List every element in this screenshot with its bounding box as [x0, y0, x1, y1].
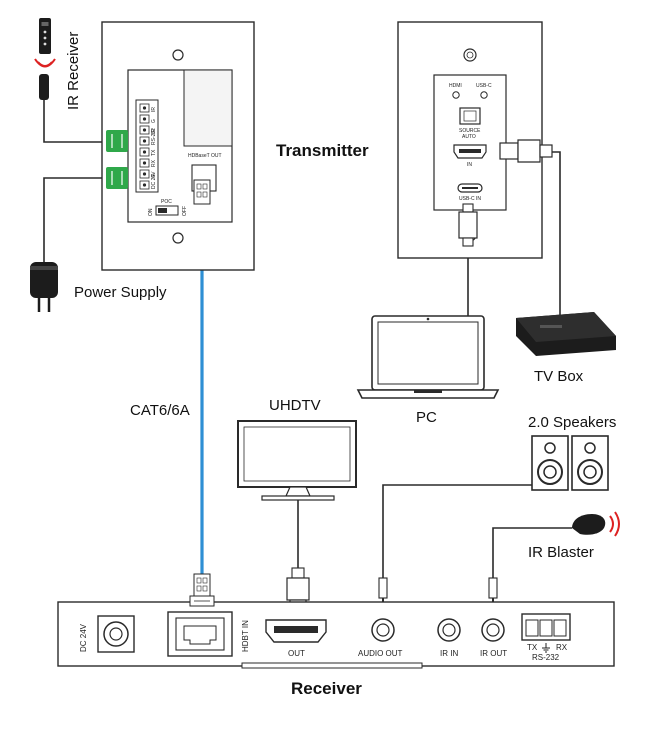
- tv-box-cable: [552, 151, 561, 320]
- audio-cable: [382, 484, 532, 578]
- terminal-pin-label: G: [151, 119, 157, 123]
- screw-hole-top: [172, 49, 184, 61]
- green-connector-ir: [106, 130, 128, 152]
- ir-receiver-remote-icon: [39, 18, 51, 54]
- terminal-pin-screw: [142, 150, 147, 154]
- hdbaset-out-label: HDBaseT OUT: [188, 153, 222, 159]
- power-supply-cable: [43, 177, 106, 262]
- pc-laptop: PC: [356, 315, 500, 426]
- screw-hole-bottom: [172, 232, 184, 244]
- power-supply: Power Supply: [30, 262, 167, 312]
- usbc-plug-pc: [458, 203, 478, 247]
- ir-out-label: IR OUT: [480, 649, 507, 658]
- dc-24v-label: DC 24V: [79, 623, 88, 652]
- pc-label: PC: [416, 409, 437, 426]
- terminal-pin-screw: [142, 106, 147, 110]
- receiver: DC 24V HDBT IN OUT AUDIO OUT IR IN IR OU…: [57, 601, 615, 669]
- usbc-led-label: USB-C: [476, 83, 492, 89]
- terminal-pin-label: DC 24V: [151, 171, 157, 189]
- tv-box-label: TV Box: [534, 368, 584, 385]
- hdmi-led: [452, 91, 460, 99]
- rj45-plug-receiver: [189, 573, 215, 607]
- terminal-pin-screw: [142, 139, 147, 143]
- ir-receiver-cable: [43, 100, 106, 143]
- terminal-pin-label: G: [151, 174, 157, 178]
- ground-icon: [542, 643, 550, 653]
- ir-blaster-signal-icon: [609, 515, 614, 533]
- poc-label: POC: [161, 199, 172, 205]
- usbc-led: [480, 91, 488, 99]
- cat-cable-label: CAT6/6A: [130, 402, 190, 419]
- rj45-plug-transmitter: [193, 179, 211, 205]
- ir-blaster: IR Blaster: [528, 511, 620, 561]
- poc-off-label: OFF: [182, 206, 188, 216]
- poc-on-label: ON: [148, 208, 154, 216]
- speaker-left: [531, 435, 569, 491]
- power-supply-label: Power Supply: [74, 284, 167, 301]
- hdmi-out-label: OUT: [288, 649, 305, 658]
- terminal-pin-label: TX: [151, 149, 157, 156]
- terminal-pin-label: IR: [151, 107, 157, 112]
- ir-blaster-cable: [492, 527, 572, 578]
- speakers-label: 2.0 Speakers: [528, 414, 616, 431]
- source-label: SOURCE: [459, 128, 481, 134]
- terminal-pin-screw: [142, 183, 147, 187]
- terminal-pin-screw: [142, 161, 147, 165]
- ir-receiver-eye-icon: [39, 74, 49, 100]
- speakers: 2.0 Speakers: [528, 414, 616, 491]
- ir-blaster-label: IR Blaster: [528, 544, 594, 561]
- receiver-title: Receiver: [291, 679, 362, 698]
- terminal-pin-label: IR: [151, 129, 157, 134]
- audio-out-label: AUDIO OUT: [358, 649, 403, 658]
- terminal-pin-screw: [142, 172, 147, 176]
- hdmi-led-label: HDMI: [449, 83, 462, 89]
- usbc-in-label: USB-C IN: [459, 196, 481, 202]
- green-connector-power: [106, 167, 128, 189]
- rs232-rx-label: RX: [556, 643, 568, 652]
- ir-in-label: IR IN: [440, 649, 458, 658]
- ir-receiver-label: IR Receiver: [65, 32, 82, 110]
- hdmi-in-label: IN: [467, 162, 472, 168]
- cables: [43, 100, 572, 578]
- ir-receiver: IR Receiver: [34, 18, 82, 110]
- tv-box: TV Box: [516, 312, 616, 385]
- uhdtv: UHDTV: [237, 397, 357, 501]
- rs232-label: RS-232: [532, 653, 560, 662]
- power-plug-icon: [30, 262, 58, 298]
- uhdtv-label: UHDTV: [269, 397, 321, 414]
- terminal-pin-screw: [142, 117, 147, 121]
- terminal-pin-label: RS-232: [151, 128, 157, 145]
- transmitter-title: Transmitter: [276, 141, 369, 160]
- rs232-tx-label: TX: [527, 643, 538, 652]
- terminal-pin-screw: [142, 128, 147, 132]
- auto-label: AUTO: [462, 134, 476, 140]
- terminal-pin-label: RX: [151, 159, 157, 167]
- speaker-right: [571, 435, 609, 491]
- hdmi-plug-tvbox: [499, 139, 553, 163]
- hdbt-in-label: HDBT IN: [241, 620, 250, 652]
